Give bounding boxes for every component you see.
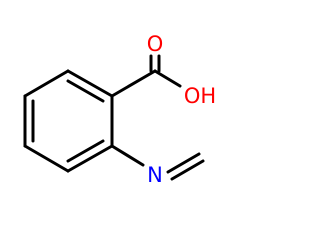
hydroxyl-label: OH xyxy=(184,84,216,108)
chemical-structure: O OH N xyxy=(23,32,216,187)
ring-bond-5 xyxy=(66,144,114,173)
imine-double-bond-a xyxy=(166,152,201,174)
carboxylic-acid-group: O OH xyxy=(110,32,216,108)
ring-bond-2 xyxy=(23,69,70,98)
ring-inner-bond-1 xyxy=(66,79,105,103)
ring-bond-4 xyxy=(23,144,70,173)
ring-inner-bond-3 xyxy=(66,139,105,163)
carboxyl-to-hydroxyl-bond xyxy=(153,69,182,88)
ring-bond-1 xyxy=(66,69,114,98)
carbonyl-oxygen-label: O xyxy=(147,32,164,56)
ring-to-carboxyl-bond xyxy=(110,69,157,98)
imine-group: N xyxy=(110,144,205,187)
ring-to-nitrogen-bond xyxy=(110,144,145,167)
imine-double-bond-b xyxy=(170,159,205,181)
nitrogen-label: N xyxy=(147,163,163,187)
benzene-ring xyxy=(23,69,114,173)
